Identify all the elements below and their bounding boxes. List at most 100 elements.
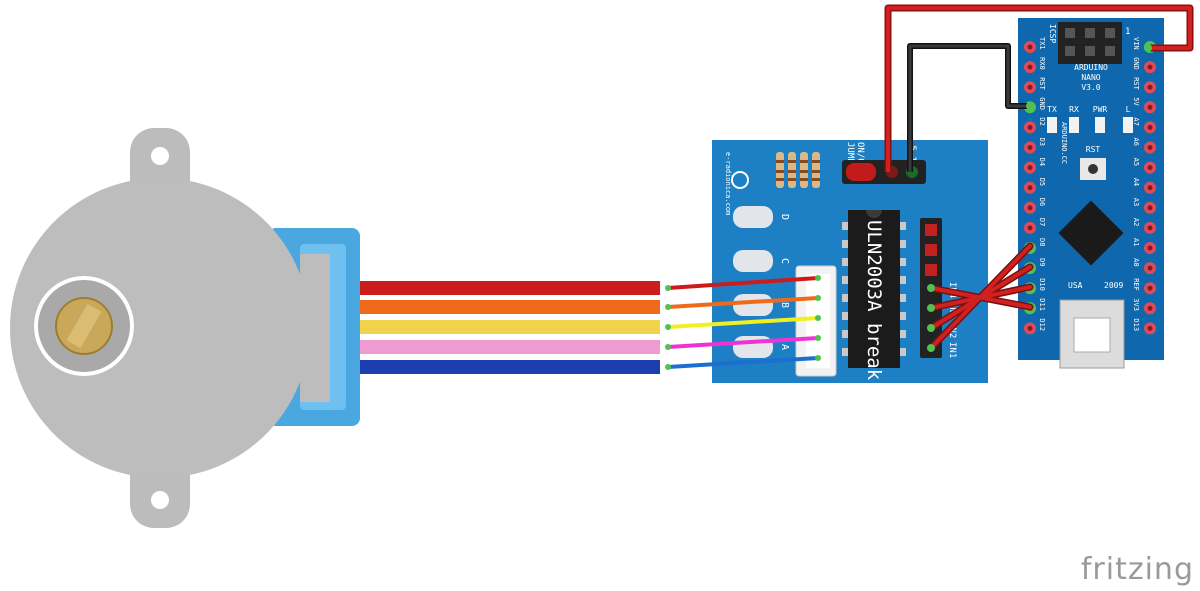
atmega-chip <box>1058 200 1124 266</box>
nano-pin-label-a3: A3 <box>1132 198 1140 206</box>
jumper-label: JUMPER <box>845 142 855 175</box>
chip-label: ULN2003A break <box>863 220 885 381</box>
nano-pin-hole <box>1027 145 1033 150</box>
nano-pin-hole <box>1027 325 1033 331</box>
led-d <box>733 206 773 228</box>
nano-pin-label-a1: A1 <box>1132 238 1140 246</box>
usa-label: USA <box>1068 281 1083 290</box>
nano-pin-label-a5: A5 <box>1132 158 1140 166</box>
nano-pin-label-rst: RST <box>1132 77 1140 90</box>
cc-label: ARDUINO.CC <box>1060 122 1068 164</box>
nano-pin-hole <box>1147 64 1153 70</box>
motor-bottom-hole <box>151 491 169 509</box>
led-d-label: D <box>779 214 790 220</box>
motor-top-hole <box>151 147 169 165</box>
nano-pin-label-a4: A4 <box>1132 178 1140 186</box>
nano-pin-hole <box>1147 145 1153 150</box>
gnd-wire <box>908 44 1030 172</box>
uln2003-chip <box>848 210 900 368</box>
nano-pin-hole <box>1147 124 1153 130</box>
nano-pin-label-d5: D5 <box>1038 178 1046 186</box>
nano-pin-label-d11: D11 <box>1038 298 1046 311</box>
stepper-motor <box>10 128 360 528</box>
nano-pin-label-vin: VIN <box>1132 37 1140 50</box>
ce-logo-icon <box>731 171 749 189</box>
nano-title-line1: ARDUINO <box>1074 63 1108 72</box>
nano-pin-hole <box>1027 165 1033 171</box>
motor-body <box>10 178 310 478</box>
nano-pin-label-d3: D3 <box>1038 138 1046 146</box>
in3-label: IN3 <box>947 302 957 318</box>
onoff-jumper[interactable] <box>846 163 876 181</box>
nano-pin-hole <box>1147 84 1153 90</box>
nano-pin-label-d10: D10 <box>1038 278 1046 291</box>
nano-pin-label-d8: D8 <box>1038 238 1046 246</box>
nano-pin-label-d12: D12 <box>1038 318 1046 331</box>
nano-pin-hole <box>1147 205 1153 211</box>
onoff-label: ON/OFF <box>855 142 865 175</box>
nano-pin-hole <box>1147 185 1153 191</box>
nano-pin-label-d9: D9 <box>1038 258 1046 266</box>
nano-pin-label-a2: A2 <box>1132 218 1140 226</box>
nano-pin-hole <box>1147 305 1153 311</box>
nano-pin-hole <box>1027 84 1033 90</box>
nano-pin-label-rx0: RX0 <box>1038 57 1046 70</box>
nano-pin-hole <box>1147 104 1153 110</box>
uln2003-driver-board: e-radionica.com JUMPER ON/OFF -5-12V+ <box>712 140 988 383</box>
nano-pin-hole <box>1027 185 1033 191</box>
nano-pin-hole <box>1027 124 1033 130</box>
led-a-label: A <box>779 344 790 350</box>
nano-pin-label-d6: D6 <box>1038 198 1046 206</box>
nano-pin-label-3v3: 3V3 <box>1132 298 1140 311</box>
nano-pin-hole <box>1147 325 1153 331</box>
led-c-label: C <box>779 258 790 264</box>
nano-pin-hole <box>1147 165 1153 171</box>
site-label: e-radionica.com <box>724 152 732 215</box>
led-tx-label: TX <box>1047 105 1057 114</box>
led-b <box>733 294 773 316</box>
nano-pin-hole <box>1147 265 1153 271</box>
vin-wire <box>886 6 1192 172</box>
nano-pin-label-a7: A7 <box>1132 117 1140 125</box>
nano-pin-hole <box>1027 44 1033 50</box>
wire-blue <box>360 360 660 374</box>
nano-pin-hole <box>1027 225 1033 231</box>
motor-wires <box>360 281 660 374</box>
status-leds: D C B A <box>733 206 790 358</box>
nano-pin-hole <box>1147 285 1153 291</box>
nano-pin-hole <box>1147 245 1153 251</box>
nano-pin-hole <box>1027 64 1033 70</box>
wire-red <box>360 281 660 295</box>
nano-pin-label-a6: A6 <box>1132 138 1140 146</box>
icsp-label: ICSP <box>1048 24 1057 43</box>
pin1-marker: 1 <box>1125 27 1130 37</box>
in1-label: IN1 <box>947 342 957 358</box>
control-wires <box>927 242 1034 352</box>
nano-pin-label-d7: D7 <box>1038 218 1046 226</box>
nano-pin-label-a0: A0 <box>1132 258 1140 266</box>
wire-orange <box>360 300 660 314</box>
led-pwr-label: PWR <box>1093 105 1108 114</box>
nano-pin-hole <box>1147 225 1153 231</box>
nano-title-line2: NANO <box>1081 73 1100 82</box>
nano-pin-label-d13: D13 <box>1132 318 1140 331</box>
wire-pink <box>360 340 660 354</box>
wire-d11-in4 <box>929 286 1032 309</box>
nano-title-line3: V3.0 <box>1081 83 1100 92</box>
nano-pin-label-gnd: GND <box>1038 97 1046 110</box>
nano-pin-label-5v: 5V <box>1132 97 1140 106</box>
nano-pin-hole <box>1027 205 1033 211</box>
led-c <box>733 250 773 272</box>
led-l-label: L <box>1126 105 1131 114</box>
power-wires <box>884 4 1194 172</box>
led-rx-label: RX <box>1069 105 1079 114</box>
nano-pin-label-d4: D4 <box>1038 158 1046 166</box>
wire-yellow <box>360 320 660 334</box>
nano-pin-label-tx1: TX1 <box>1038 37 1046 50</box>
rst-button-label: RST <box>1086 145 1101 154</box>
led-b-label: B <box>779 302 790 308</box>
resistors <box>776 152 820 188</box>
year-label: 2009 <box>1104 281 1123 290</box>
arduino-nano: ICSP 1 ARDUINO NANO V3.0 TX RX PWR L ARD… <box>1018 18 1164 369</box>
